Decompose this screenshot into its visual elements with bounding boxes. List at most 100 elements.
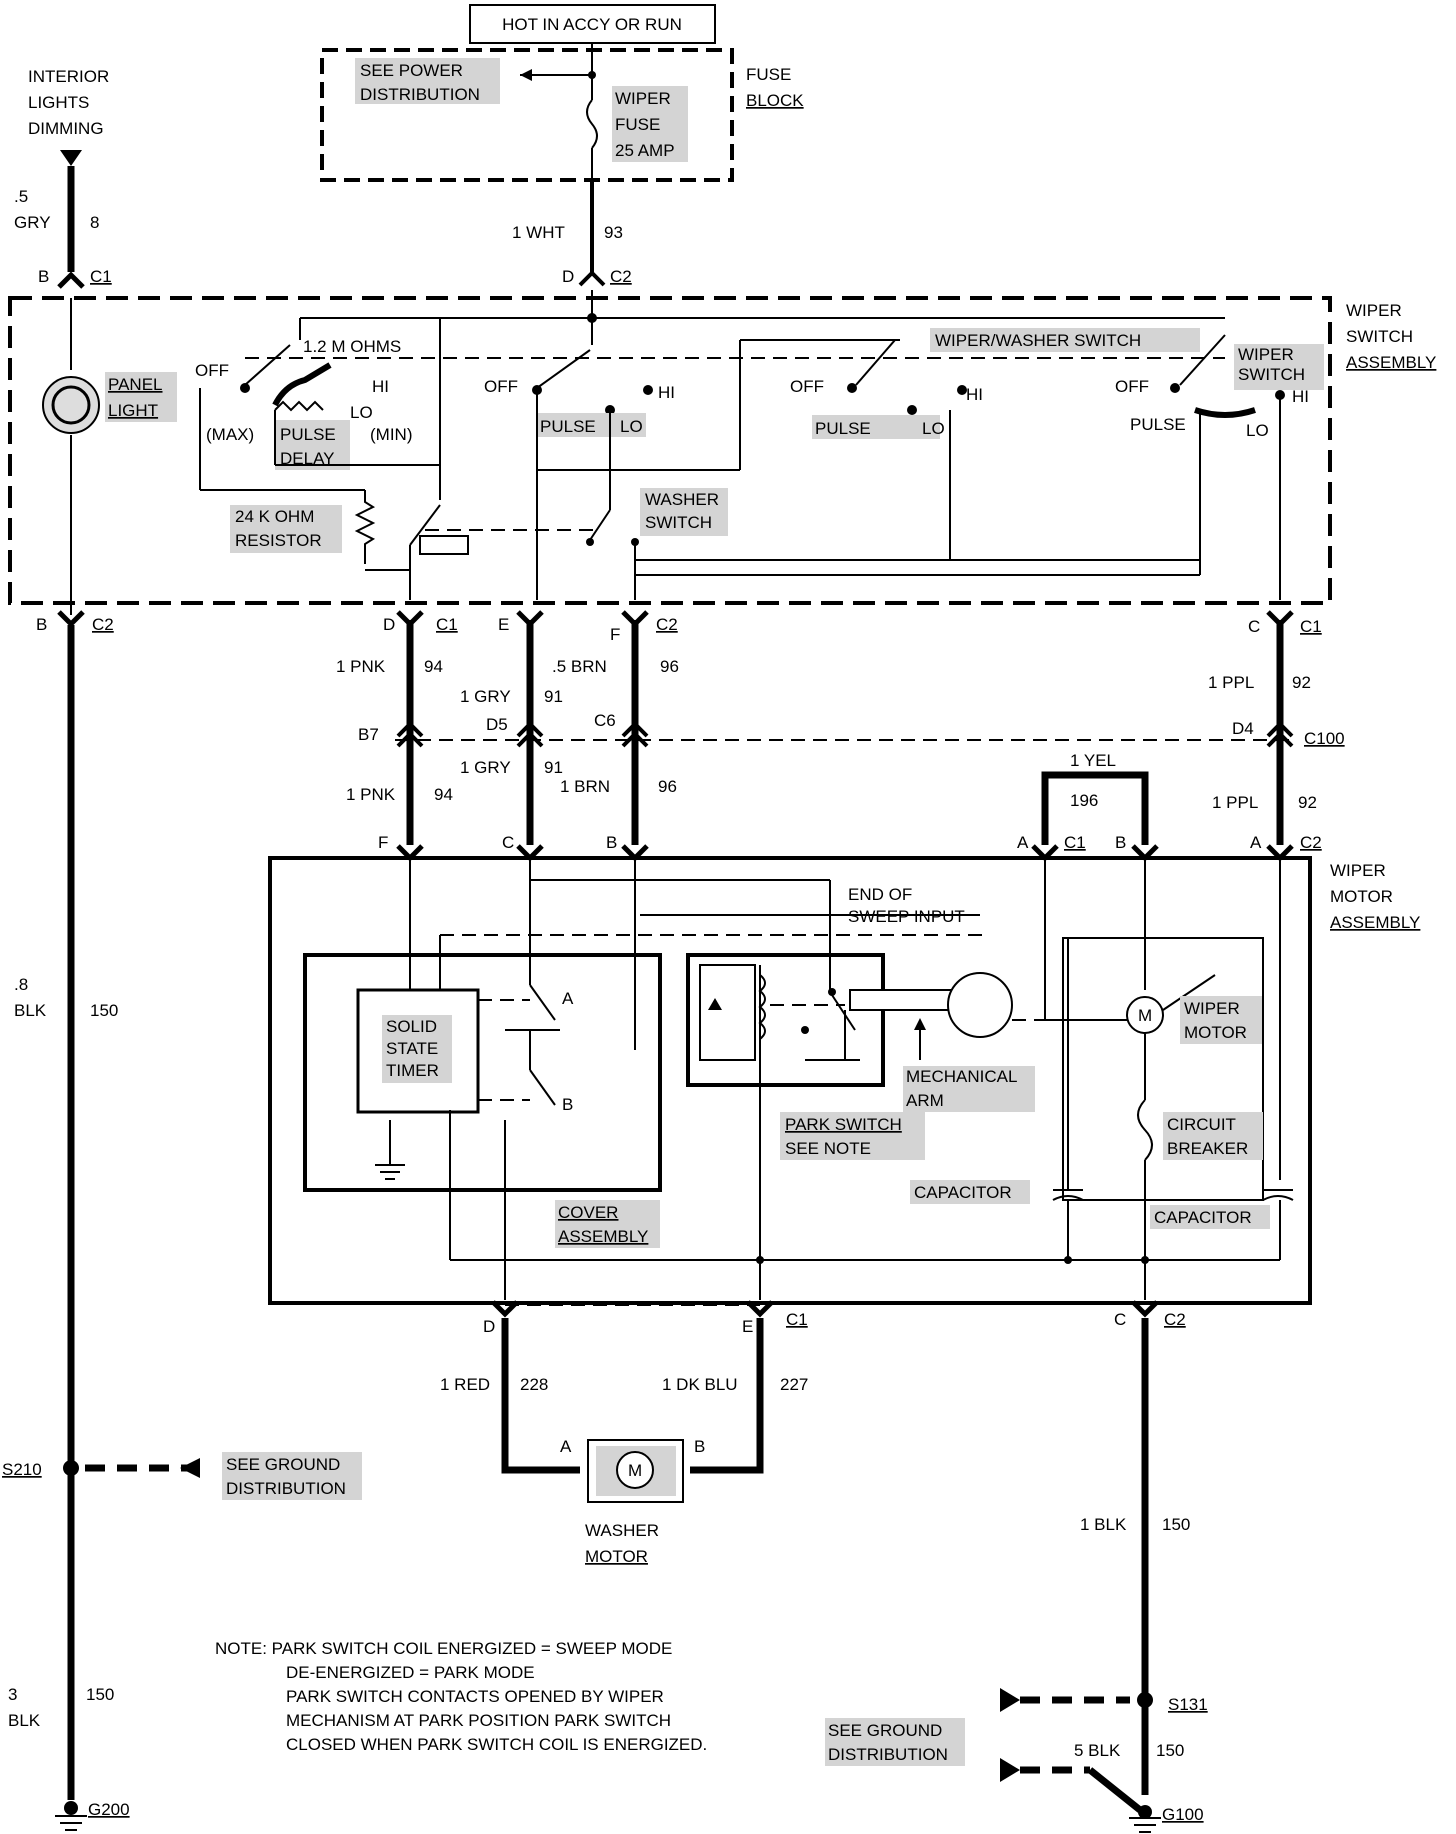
svg-text:B7: B7 (358, 725, 379, 744)
svg-text:1 PPL: 1 PPL (1208, 673, 1254, 692)
svg-text:WIPER: WIPER (1238, 345, 1294, 364)
svg-text:DISTRIBUTION: DISTRIBUTION (828, 1745, 948, 1764)
svg-text:LIGHTS: LIGHTS (28, 93, 89, 112)
svg-text:CLOSED WHEN PARK SWITCH COIL I: CLOSED WHEN PARK SWITCH COIL IS ENERGIZE… (286, 1735, 707, 1754)
capacitor-icon-2 (1262, 1189, 1294, 1201)
svg-text:DISTRIBUTION: DISTRIBUTION (360, 85, 480, 104)
svg-text:MOTOR: MOTOR (585, 1547, 648, 1566)
svg-text:OFF: OFF (195, 361, 229, 380)
svg-text:DE-ENERGIZED = PARK MODE: DE-ENERGIZED = PARK MODE (286, 1663, 535, 1682)
svg-text:WIPER: WIPER (615, 89, 671, 108)
svg-text:OFF: OFF (484, 377, 518, 396)
svg-text:OFF: OFF (790, 377, 824, 396)
svg-text:C: C (1248, 617, 1260, 636)
svg-text:B: B (36, 615, 47, 634)
svg-text:C1: C1 (90, 267, 112, 286)
svg-text:C1: C1 (436, 615, 458, 634)
svg-text:1 WHT: 1 WHT (512, 223, 565, 242)
svg-text:WASHER: WASHER (585, 1521, 659, 1540)
svg-text:LO: LO (922, 419, 945, 438)
svg-text:NOTE: PARK SWITCH COIL ENERGIZ: NOTE: PARK SWITCH COIL ENERGIZED = SWEEP… (215, 1639, 672, 1658)
svg-text:8: 8 (90, 213, 99, 232)
svg-text:B: B (606, 833, 617, 852)
svg-text:ASSEMBLY: ASSEMBLY (1330, 913, 1420, 932)
svg-text:91: 91 (544, 758, 563, 777)
svg-text:PARK SWITCH CONTACTS OPENED BY: PARK SWITCH CONTACTS OPENED BY WIPER (286, 1687, 664, 1706)
svg-text:CAPACITOR: CAPACITOR (914, 1183, 1012, 1202)
svg-text:C2: C2 (656, 615, 678, 634)
svg-text:MECHANICAL: MECHANICAL (906, 1067, 1017, 1086)
svg-text:C6: C6 (594, 711, 616, 730)
svg-text:S210: S210 (2, 1460, 42, 1479)
svg-text:HI: HI (372, 377, 389, 396)
svg-text:GRY: GRY (14, 213, 51, 232)
svg-text:PULSE: PULSE (280, 425, 336, 444)
svg-text:3: 3 (8, 1685, 17, 1704)
svg-text:150: 150 (90, 1001, 118, 1020)
washer-motor: M WASHER MOTOR (585, 1439, 684, 1566)
svg-text:DELAY: DELAY (280, 449, 335, 468)
svg-text:ASSEMBLY: ASSEMBLY (1346, 353, 1436, 372)
svg-text:FUSE: FUSE (615, 115, 660, 134)
svg-text:DISTRIBUTION: DISTRIBUTION (226, 1479, 346, 1498)
bulb-icon (51, 385, 91, 425)
svg-text:1.2 M OHMS: 1.2 M OHMS (303, 337, 401, 356)
svg-text:MOTOR: MOTOR (1184, 1023, 1247, 1042)
svg-text:SEE NOTE: SEE NOTE (785, 1139, 871, 1158)
svg-text:.5: .5 (14, 187, 28, 206)
svg-text:SEE POWER: SEE POWER (360, 61, 463, 80)
capacitor-icon (1052, 1189, 1084, 1201)
svg-text:C100: C100 (1304, 729, 1345, 748)
svg-text:150: 150 (1156, 1741, 1184, 1760)
wiper-switch-assembly: WIPER SWITCH ASSEMBLY PANEL LIGHT WIPER/… (8, 290, 1436, 605)
svg-text:228: 228 (520, 1375, 548, 1394)
svg-text:C: C (502, 833, 514, 852)
svg-text:F: F (378, 833, 388, 852)
svg-text:92: 92 (1292, 673, 1311, 692)
power-source: HOT IN ACCY OR RUN (469, 4, 716, 44)
diode-icon (708, 998, 722, 1010)
svg-text:RESISTOR: RESISTOR (235, 531, 322, 550)
svg-text:.5 BRN: .5 BRN (552, 657, 607, 676)
resistor-icon (354, 490, 376, 564)
svg-text:1 DK BLU: 1 DK BLU (662, 1375, 738, 1394)
svg-text:94: 94 (424, 657, 443, 676)
svg-text:HOT IN ACCY OR RUN: HOT IN ACCY OR RUN (502, 15, 682, 34)
ground-icon (375, 1164, 405, 1180)
arrow-left-icon (180, 1458, 200, 1478)
svg-text:S131: S131 (1168, 1695, 1208, 1714)
svg-text:INTERIOR: INTERIOR (28, 67, 109, 86)
svg-text:M: M (628, 1461, 642, 1480)
svg-text:A: A (562, 989, 574, 1008)
svg-text:HI: HI (658, 383, 675, 402)
svg-text:END OF: END OF (848, 885, 912, 904)
svg-text:HI: HI (966, 385, 983, 404)
svg-text:1 PNK: 1 PNK (346, 785, 396, 804)
svg-text:B: B (38, 267, 49, 286)
svg-text:D: D (562, 267, 574, 286)
svg-text:OFF: OFF (1115, 377, 1149, 396)
svg-text:HI: HI (1292, 387, 1309, 406)
svg-text:D5: D5 (486, 715, 508, 734)
svg-text:227: 227 (780, 1375, 808, 1394)
arrow-right-icon (1000, 1688, 1020, 1712)
svg-text:G100: G100 (1162, 1805, 1204, 1824)
note-text: NOTE: PARK SWITCH COIL ENERGIZED = SWEEP… (215, 1639, 707, 1754)
svg-text:SEE GROUND: SEE GROUND (828, 1721, 942, 1740)
svg-text:B: B (694, 1437, 705, 1456)
svg-text:E: E (498, 615, 509, 634)
arrow-down-icon (60, 150, 82, 166)
svg-text:BLK: BLK (14, 1001, 47, 1020)
svg-text:C2: C2 (92, 615, 114, 634)
svg-text:FUSE: FUSE (746, 65, 791, 84)
svg-text:PANEL: PANEL (108, 375, 163, 394)
svg-text:WIPER/WASHER SWITCH: WIPER/WASHER SWITCH (935, 331, 1141, 350)
svg-text:25 AMP: 25 AMP (615, 141, 675, 160)
svg-text:1 PNK: 1 PNK (336, 657, 386, 676)
svg-text:BLOCK: BLOCK (746, 91, 804, 110)
svg-text:C2: C2 (610, 267, 632, 286)
svg-text:SWITCH: SWITCH (1238, 365, 1305, 384)
svg-text:SWEEP INPUT: SWEEP INPUT (848, 907, 965, 926)
svg-text:93: 93 (604, 223, 623, 242)
svg-text:1 YEL: 1 YEL (1070, 751, 1116, 770)
